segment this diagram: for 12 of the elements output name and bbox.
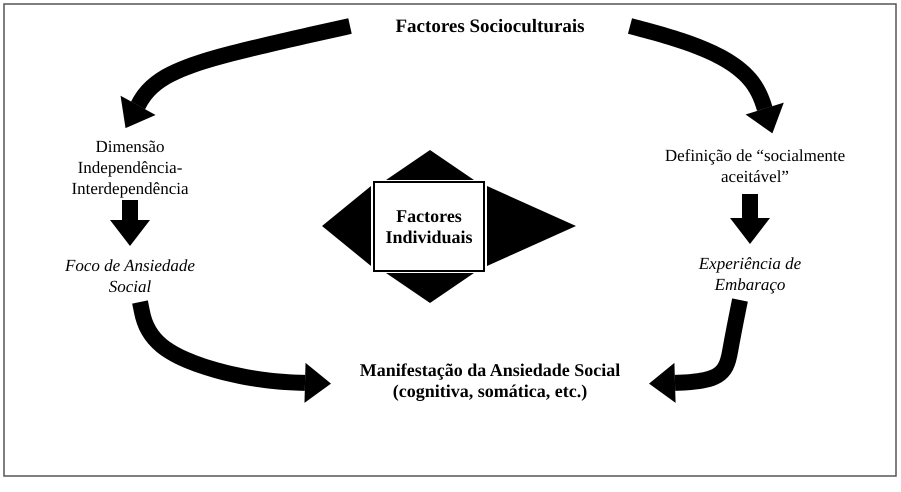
curved-arrow <box>132 298 331 403</box>
outcome-text: (cognitiva, somática, etc.) <box>392 381 588 402</box>
factor-text: Definição de “socialmente aceitável” <box>664 145 846 187</box>
factor-box <box>373 181 485 272</box>
factor-text: Experiência de Embaraço <box>698 253 802 295</box>
factor-text: Dimensão Independência-Interdependência <box>70 136 190 198</box>
curved-arrow <box>626 18 784 134</box>
factor-text: Foco de Ansiedade Social <box>64 255 196 297</box>
title-text: Factores Socioculturais <box>395 16 585 36</box>
outcome-text: Manifestação da Ansiedade Social <box>360 360 620 381</box>
curved-arrow <box>120 18 352 128</box>
box-label: Factores Individuais <box>384 206 474 248</box>
